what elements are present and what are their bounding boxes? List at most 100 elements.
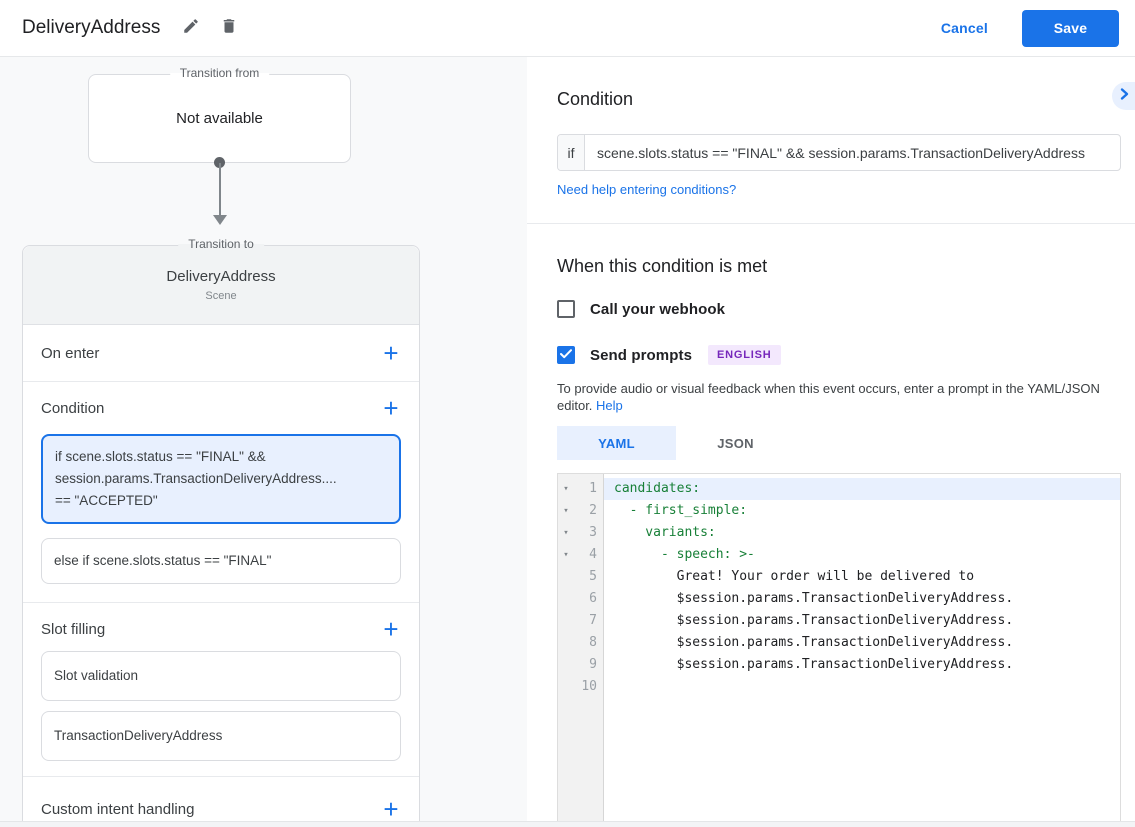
condition-line: == "ACCEPTED": [55, 493, 158, 508]
code-line[interactable]: $session.params.TransactionDeliveryAddre…: [614, 635, 1014, 650]
webhook-checkbox[interactable]: [557, 300, 575, 318]
line-number: 7: [589, 613, 597, 628]
pencil-icon: [182, 17, 200, 40]
code-line[interactable]: variants:: [614, 525, 716, 540]
webhook-label: Call your webhook: [590, 300, 726, 318]
line-number: 6: [589, 591, 597, 606]
fold-spacer: [558, 588, 574, 610]
if-prefix: if: [558, 135, 585, 170]
save-button[interactable]: Save: [1022, 9, 1119, 47]
checkmark-icon: [560, 346, 572, 364]
slot-filling-label: Slot filling: [41, 620, 106, 638]
line-number: 8: [589, 635, 597, 650]
code-area[interactable]: candidates: - first_simple: variants: - …: [604, 474, 1120, 822]
add-on-enter-button plus-icon[interactable]: +: [383, 338, 399, 368]
header-actions: Cancel Save: [941, 0, 1119, 56]
chevron-right-icon: [1117, 87, 1131, 106]
top-bar: DeliveryAddress Cancel Save: [0, 0, 1135, 57]
fold-toggle-icon[interactable]: ▾: [563, 550, 569, 560]
arrow-down-icon: [213, 215, 227, 225]
conditions-help-link[interactable]: Need help entering conditions?: [557, 182, 737, 197]
condition-detail-panel: Condition if scene.slots.status == "FINA…: [527, 57, 1135, 827]
slot-card-text: TransactionDeliveryAddress: [54, 728, 223, 743]
slot-card-text: Slot validation: [54, 668, 139, 683]
send-prompts-checkbox[interactable]: [557, 346, 575, 364]
slot-transaction-card[interactable]: TransactionDeliveryAddress: [41, 711, 401, 761]
line-number: 3: [589, 525, 597, 540]
fold-spacer: [558, 654, 574, 676]
transition-from-legend: Transition from: [169, 66, 270, 80]
page-title: DeliveryAddress: [22, 17, 161, 38]
code-line[interactable]: candidates:: [604, 478, 1120, 500]
language-badge: ENGLISH: [708, 345, 781, 365]
send-prompts-row: Send prompts ENGLISH: [557, 345, 1121, 365]
prompt-description-line2: editor.: [557, 398, 593, 413]
fold-toggle-icon[interactable]: ▾: [563, 506, 569, 516]
code-line[interactable]: $session.params.TransactionDeliveryAddre…: [614, 591, 1014, 606]
editor-tabs: YAML JSON: [557, 426, 1121, 460]
condition-expression-row: if scene.slots.status == "FINAL" && sess…: [557, 134, 1121, 171]
code-line[interactable]: [604, 676, 1120, 698]
scene-type-label: Scene: [205, 290, 237, 302]
line-number: 9: [589, 657, 597, 672]
send-prompts-label: Send prompts: [590, 346, 693, 364]
section-condition: Condition + if scene.slots.status == "FI…: [23, 382, 419, 603]
condition-card-selected[interactable]: if scene.slots.status == "FINAL" && sess…: [41, 434, 401, 524]
code-line[interactable]: $session.params.TransactionDeliveryAddre…: [614, 657, 1014, 672]
condition-label: Condition: [41, 399, 105, 417]
transition-to-legend: Transition to: [178, 237, 264, 251]
on-enter-label: On enter: [41, 344, 100, 362]
line-number: 4: [589, 547, 597, 562]
condition-line: session.params.TransactionDeliveryAddres…: [55, 471, 337, 486]
fold-toggle-icon[interactable]: ▾: [563, 528, 569, 538]
slot-validation-card[interactable]: Slot validation: [41, 651, 401, 701]
line-number: 2: [589, 503, 597, 518]
bottom-edge-strip: [0, 821, 1135, 827]
fold-gutter: ▾ ▾ ▾ ▾: [558, 474, 574, 822]
fold-toggle-icon[interactable]: ▾: [563, 484, 569, 494]
fold-spacer: [558, 566, 574, 588]
custom-intent-label: Custom intent handling: [41, 800, 195, 818]
fold-spacer: [558, 676, 574, 698]
panel-divider: [527, 223, 1135, 224]
section-slot-filling: Slot filling + Slot validation Transacti…: [23, 603, 419, 777]
transition-from-value: Not available: [176, 110, 263, 127]
condition-expression-input[interactable]: scene.slots.status == "FINAL" && session…: [597, 144, 1085, 161]
condition-panel-title: Condition: [557, 89, 634, 109]
fold-spacer: [558, 610, 574, 632]
code-line[interactable]: $session.params.TransactionDeliveryAddre…: [614, 613, 1014, 628]
scene-card-header: DeliveryAddress Scene: [23, 246, 419, 325]
code-line[interactable]: Great! Your order will be delivered to: [614, 569, 975, 584]
line-number: 10: [581, 679, 597, 694]
section-custom-intent: Custom intent handling +: [23, 777, 419, 827]
transition-to-card: Transition to DeliveryAddress Scene On e…: [22, 237, 420, 827]
code-line[interactable]: - first_simple:: [614, 503, 748, 518]
scene-name: DeliveryAddress: [166, 268, 276, 285]
line-number: 1: [589, 481, 597, 496]
tab-yaml[interactable]: YAML: [557, 426, 676, 460]
help-link[interactable]: Help: [596, 398, 623, 413]
condition-line: if scene.slots.status == "FINAL" &&: [55, 449, 266, 464]
delete-scene-button[interactable]: [218, 17, 240, 39]
collapse-panel-button[interactable]: [1112, 82, 1135, 110]
tab-json[interactable]: JSON: [717, 435, 754, 451]
add-condition-button plus-icon[interactable]: +: [383, 393, 399, 423]
section-on-enter: On enter +: [23, 325, 419, 382]
add-custom-intent-button plus-icon[interactable]: +: [383, 794, 399, 824]
when-met-title: When this condition is met: [557, 256, 768, 276]
edit-title-button[interactable]: [180, 17, 202, 39]
webhook-row: Call your webhook: [557, 300, 1121, 318]
connector-line: [219, 163, 221, 216]
cancel-button[interactable]: Cancel: [940, 20, 988, 36]
connector-dot: [214, 157, 225, 168]
code-line[interactable]: - speech: >-: [614, 547, 755, 562]
condition-card-else[interactable]: else if scene.slots.status == "FINAL": [41, 538, 401, 584]
transition-from-box: Transition from Not available: [88, 66, 351, 163]
prompt-description-line1: To provide audio or visual feedback when…: [557, 381, 1100, 396]
flow-column: Transition from Not available Transition…: [0, 57, 527, 827]
add-slot-button plus-icon[interactable]: +: [383, 614, 399, 644]
trash-icon: [220, 17, 238, 40]
